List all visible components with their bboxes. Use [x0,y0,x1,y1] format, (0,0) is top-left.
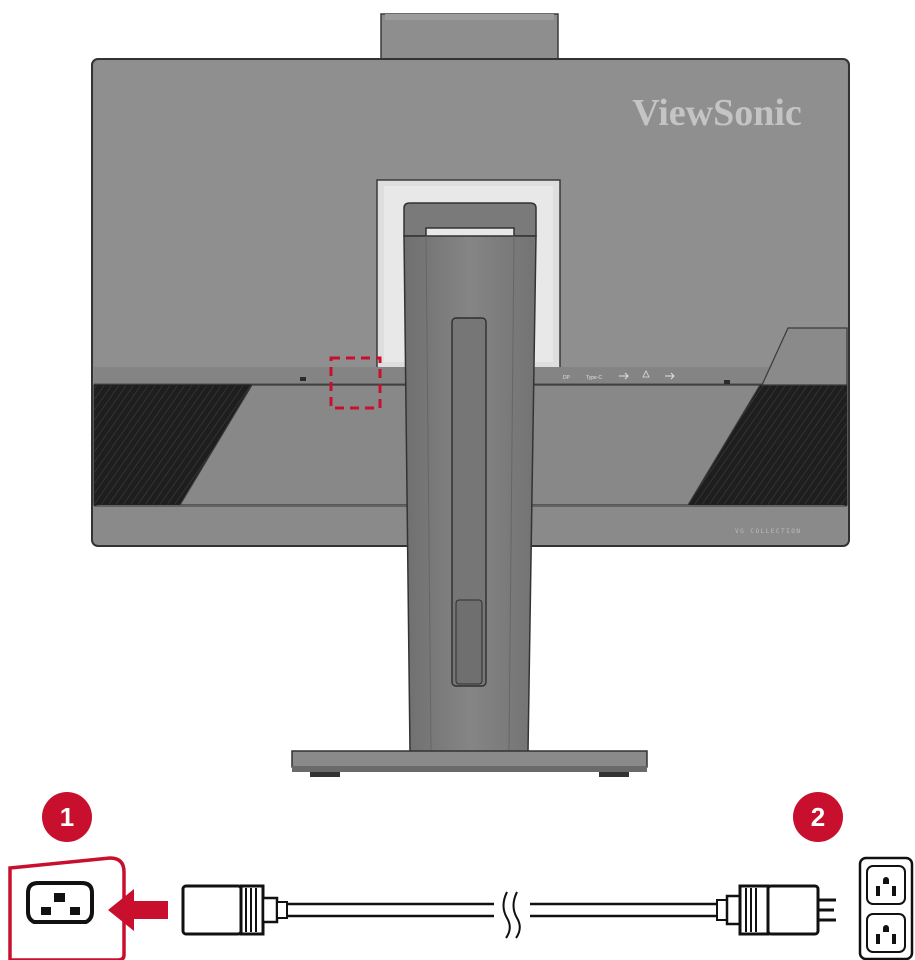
cord-break-icon [502,891,521,939]
step-1-badge: 1 [42,792,92,842]
stand-neck [403,202,537,753]
step-2-badge: 2 [793,792,843,842]
insert-arrow-icon [108,889,168,931]
power-port-highlight [329,356,382,410]
usb-icon-2 [642,370,650,378]
ac-power-inlet-icon [8,856,126,960]
stand-top [380,13,559,61]
step-1-number: 1 [60,802,74,832]
usb-icon [619,372,629,380]
step-2-number: 2 [811,802,825,832]
side-ledge [761,327,848,386]
power-cord [181,884,836,939]
wall-outlet-icon [858,856,914,960]
port-label-dp: DP [563,375,571,381]
usb-icon-3 [665,372,675,380]
port-label-typec: Type-C [586,375,603,381]
stand-base [291,750,648,777]
collection-label: VG COLLECTION [735,528,801,535]
brand-logo: ViewSonic [632,92,802,134]
